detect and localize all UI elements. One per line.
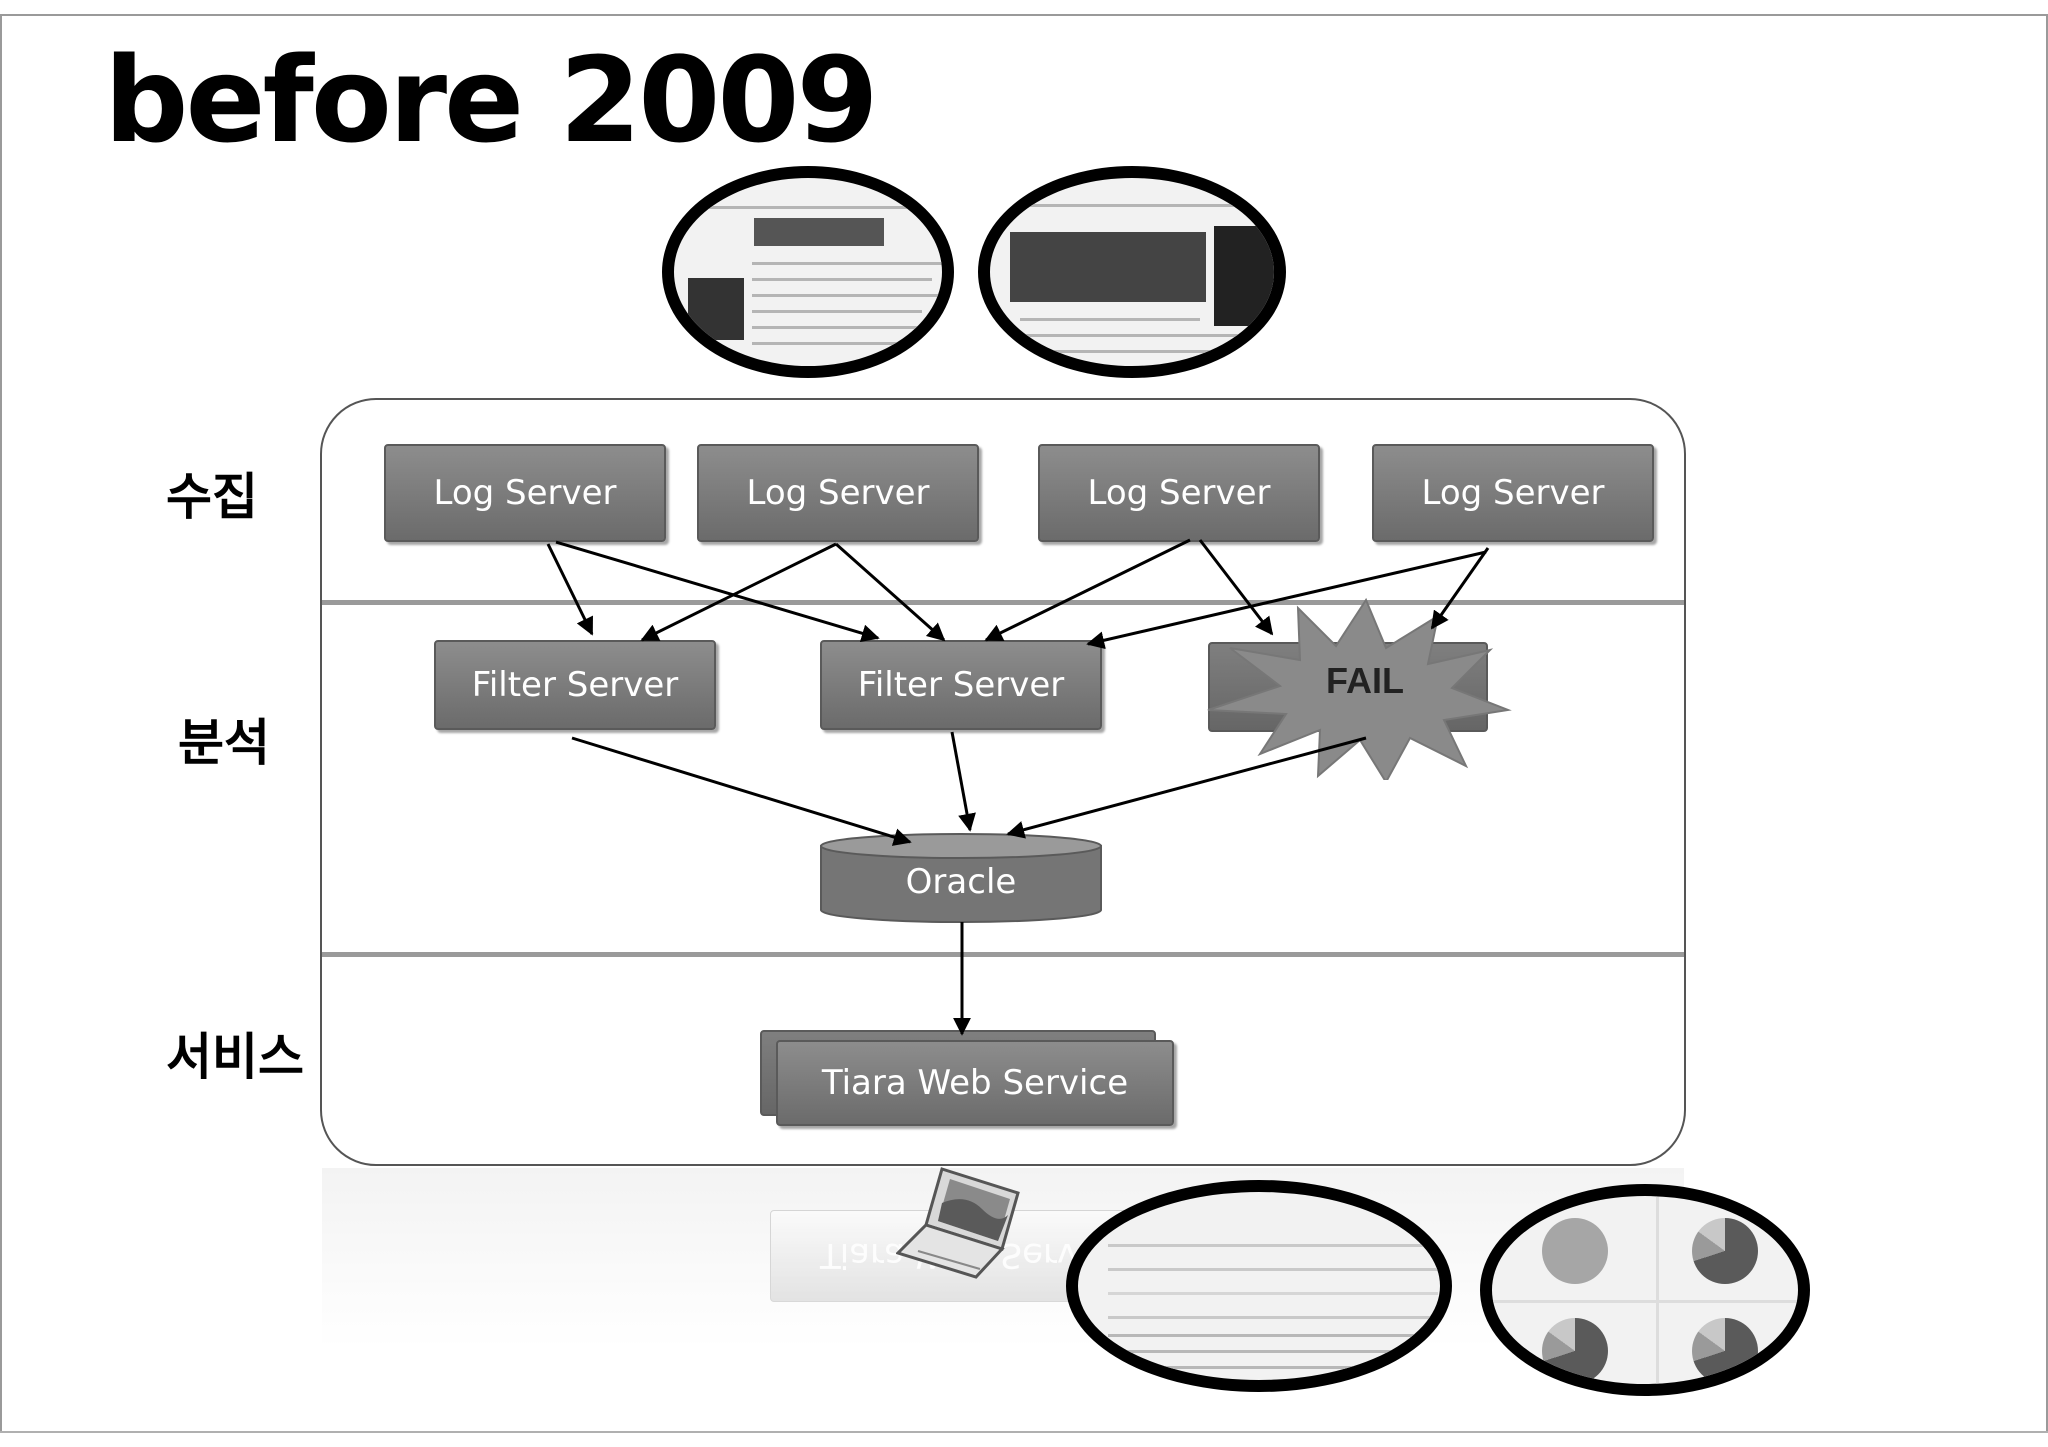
report-thumbnail-1	[1066, 1180, 1452, 1392]
arrow-filter1-oracle	[571, 736, 912, 846]
arrow-fail-oracle	[1006, 736, 1367, 839]
log-server-2: Log Server	[697, 444, 979, 542]
arrow-log2-filter1	[640, 542, 837, 642]
log-server-1: Log Server	[384, 444, 666, 542]
section-label-service: 서비스	[166, 1028, 304, 1086]
tiara-web-service: Tiara Web Service	[776, 1040, 1174, 1126]
database-cylinder-icon	[820, 833, 1102, 923]
log-server-4: Log Server	[1372, 444, 1654, 542]
report-thumbnail-2	[1480, 1184, 1810, 1396]
slide-title: before 2009	[104, 31, 879, 169]
laptop-icon	[896, 1167, 1020, 1279]
layer-divider-analyze-service	[322, 952, 1684, 957]
arrow-log3-filter2	[984, 538, 1191, 642]
fail-label: FAIL	[1326, 660, 1404, 701]
slide-frame-right	[2046, 14, 2048, 1433]
layer-divider-collect-analyze	[322, 600, 1684, 605]
slide-frame-top	[0, 14, 2048, 16]
filter-server-2: Filter Server	[820, 640, 1102, 730]
arrow-log4-filter2	[1086, 550, 1487, 650]
slide-frame-left	[0, 14, 2, 1433]
section-label-collect: 수집	[166, 468, 258, 526]
arrow-log4-fail	[1430, 547, 1490, 630]
filter-server-1: Filter Server	[434, 640, 716, 730]
slide-frame-bottom	[0, 1431, 2048, 1433]
oracle-database: Oracle	[819, 832, 1103, 924]
section-label-analyze: 분석	[178, 714, 270, 772]
arrow-log1-filter2	[555, 540, 880, 642]
arrow-log2-filter2	[835, 542, 946, 642]
arrow-log1-filter1	[546, 543, 594, 636]
log-server-3: Log Server	[1038, 444, 1320, 542]
arrow-filter2-oracle	[950, 731, 976, 832]
portal-thumbnail-2	[978, 166, 1286, 378]
oracle-label: Oracle	[905, 862, 1017, 902]
arrow-log3-fail	[1198, 539, 1274, 636]
